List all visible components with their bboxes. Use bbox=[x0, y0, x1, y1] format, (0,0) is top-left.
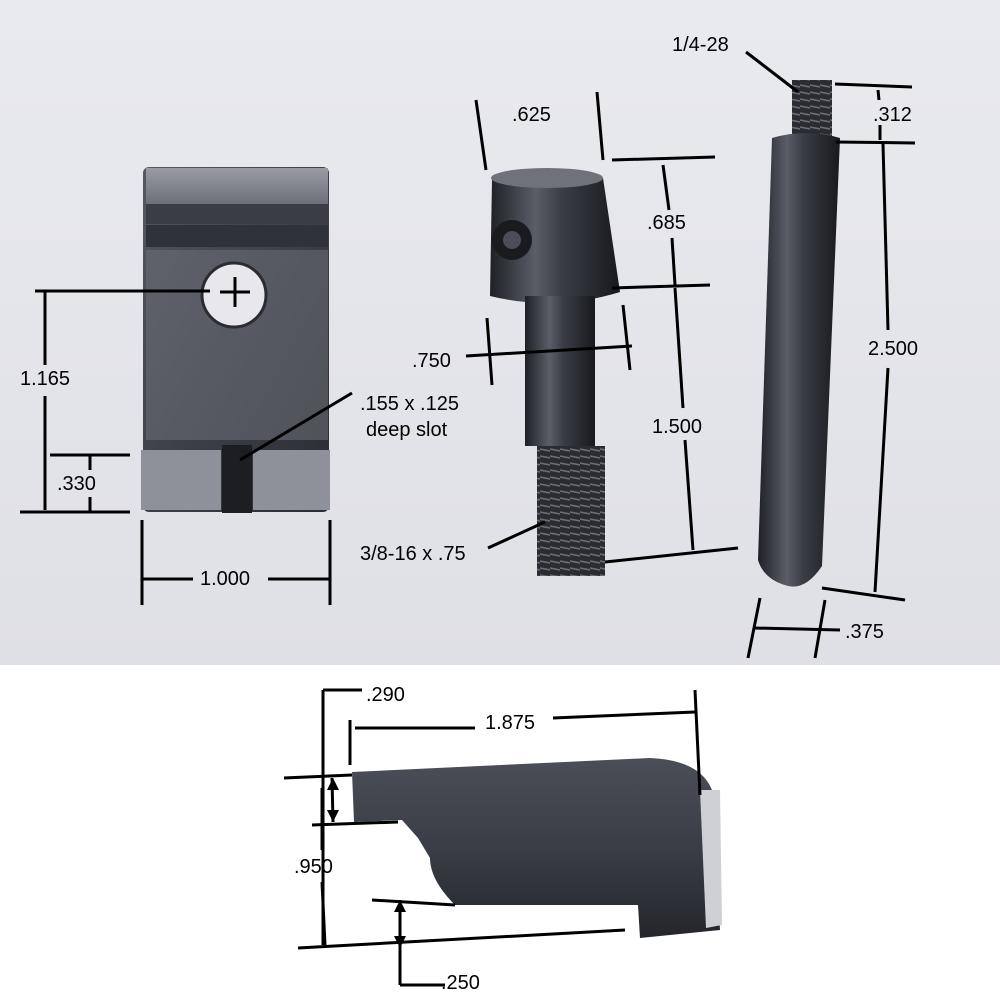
block-slot-height-label: .330 bbox=[57, 473, 96, 495]
screw-head-height-label: .685 bbox=[647, 212, 686, 234]
pin-diameter-label: .375 bbox=[845, 621, 884, 643]
dog-foot-label: .250 bbox=[441, 972, 480, 994]
t-slot-block bbox=[141, 167, 330, 513]
arrowheads bbox=[327, 778, 406, 948]
dog-length-label: 1.875 bbox=[485, 712, 536, 734]
pin-length-label: 2.500 bbox=[868, 338, 919, 360]
socket-screw bbox=[490, 168, 620, 576]
pin-thread bbox=[792, 80, 832, 136]
block-width-label: 1.000 bbox=[200, 568, 251, 590]
screw-thread-note: 3/8-16 x .75 bbox=[360, 543, 466, 565]
threaded-end bbox=[537, 446, 605, 576]
dog-step-label: .290 bbox=[366, 684, 405, 706]
pin-thread-note: 1/4-28 bbox=[672, 34, 729, 56]
dimension-lines bbox=[20, 50, 916, 987]
block-height-label: 1.165 bbox=[20, 368, 71, 390]
pin bbox=[758, 80, 840, 587]
screw-shank-length-label: 1.500 bbox=[652, 416, 703, 438]
dog-height-label: .950 bbox=[294, 856, 333, 878]
pin-thread-length-label: .312 bbox=[873, 104, 912, 126]
screw-head-diameter-label: .625 bbox=[512, 104, 551, 126]
slot-note-line2: deep slot bbox=[366, 419, 448, 441]
slot-note-line1: .155 x .125 bbox=[360, 393, 459, 415]
clamp-dog bbox=[352, 758, 722, 938]
screw-shank-diameter-label: .750 bbox=[412, 350, 451, 372]
